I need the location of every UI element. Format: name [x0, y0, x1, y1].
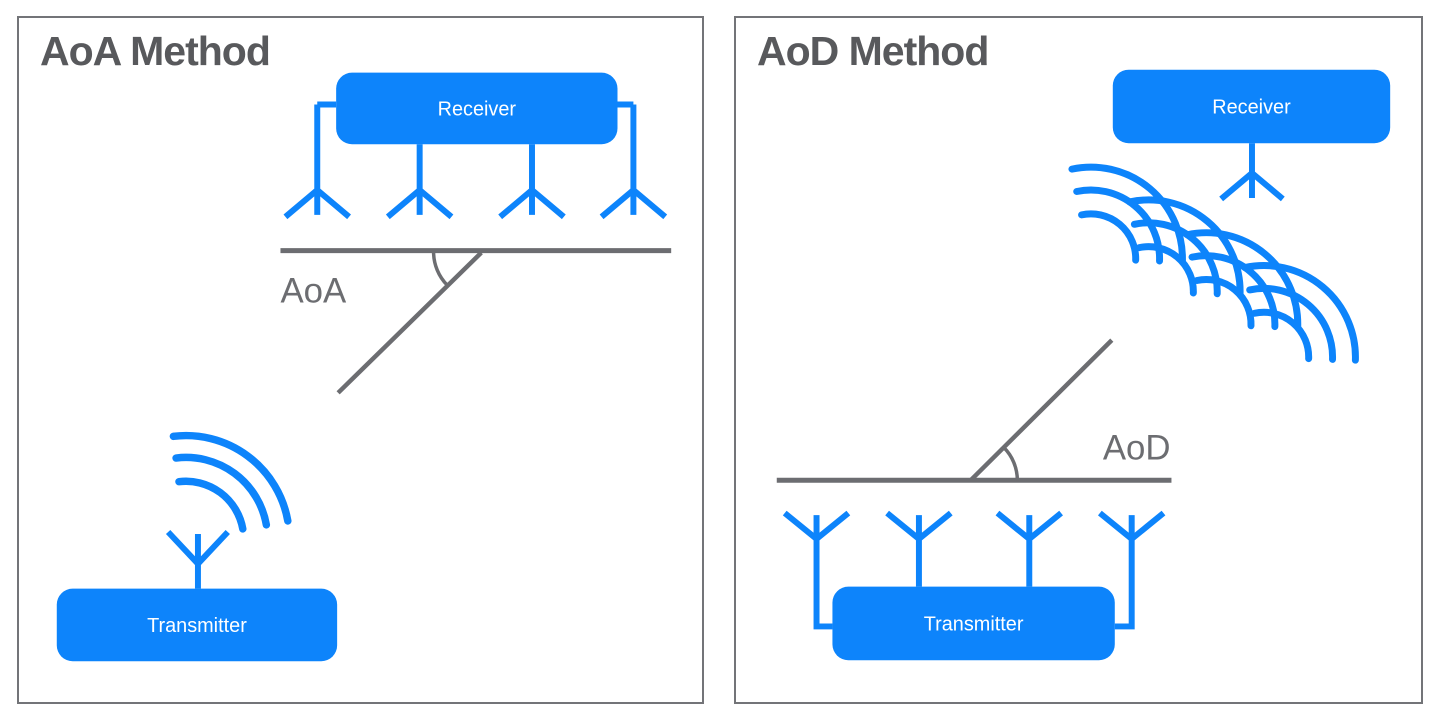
- aod-diagram: Receiver A: [776, 69, 1391, 661]
- antenna-icon: [1219, 143, 1285, 202]
- antenna-icon: [385, 144, 454, 220]
- antenna-icon: [995, 510, 1063, 587]
- wavefront-arc: [1246, 284, 1336, 363]
- antenna-icon: [165, 529, 230, 589]
- transmitter-box: [832, 586, 1115, 661]
- aoa-diagram: Receiver AoA: [56, 72, 672, 662]
- wavefront-arc: [1068, 163, 1186, 266]
- antenna-icon: [885, 510, 953, 587]
- receiver-label: Receiver: [438, 98, 517, 120]
- angle-label: AoA: [280, 272, 347, 310]
- transmitter-box: [56, 588, 338, 662]
- antenna-array-icon: [283, 101, 668, 220]
- aoa-panel: Receiver AoA: [17, 16, 704, 704]
- signal-arc: [175, 477, 247, 533]
- wavefront-arc: [1241, 262, 1359, 364]
- wavefront-arc: [1251, 308, 1313, 363]
- signal-arc: [169, 431, 292, 525]
- wavefront-arc: [1078, 210, 1140, 264]
- aod-panel: Receiver A: [734, 16, 1423, 704]
- antenna-icon: [782, 510, 851, 630]
- angle-label: AoD: [1103, 429, 1171, 467]
- transmitter-node: Transmitter: [56, 588, 338, 662]
- antenna-icon: [599, 101, 668, 220]
- page-title: AoD Method: [757, 28, 989, 74]
- signal-arc: [172, 453, 271, 529]
- departing-signal-ray: [969, 338, 1114, 482]
- receiver-box: [1112, 69, 1391, 144]
- page-title: AoA Method: [40, 28, 271, 74]
- wavefronts-icon: [1068, 163, 1359, 364]
- angle-arc-icon: [431, 251, 449, 287]
- transmitter-node: Transmitter: [832, 586, 1115, 661]
- antenna-icon: [498, 144, 566, 220]
- wavefront-arc: [1183, 229, 1302, 331]
- receiver-box: [336, 72, 618, 145]
- signal-waves-icon: [169, 431, 292, 533]
- receiver-node: Receiver: [1112, 69, 1391, 144]
- incoming-signal-ray: [336, 251, 483, 395]
- wavefront-arc: [1135, 243, 1197, 297]
- transmitter-label: Transmitter: [924, 613, 1024, 635]
- wavefront-arc: [1126, 196, 1244, 299]
- transmitter-label: Transmitter: [147, 615, 247, 637]
- antenna-array-icon: [782, 510, 1166, 630]
- antenna-icon: [1097, 510, 1166, 630]
- wavefront-arc: [1193, 276, 1255, 330]
- angle-arc-icon: [1002, 446, 1020, 481]
- receiver-node: Receiver: [336, 72, 618, 145]
- antenna-icon: [283, 101, 351, 220]
- receiver-label: Receiver: [1212, 96, 1291, 118]
